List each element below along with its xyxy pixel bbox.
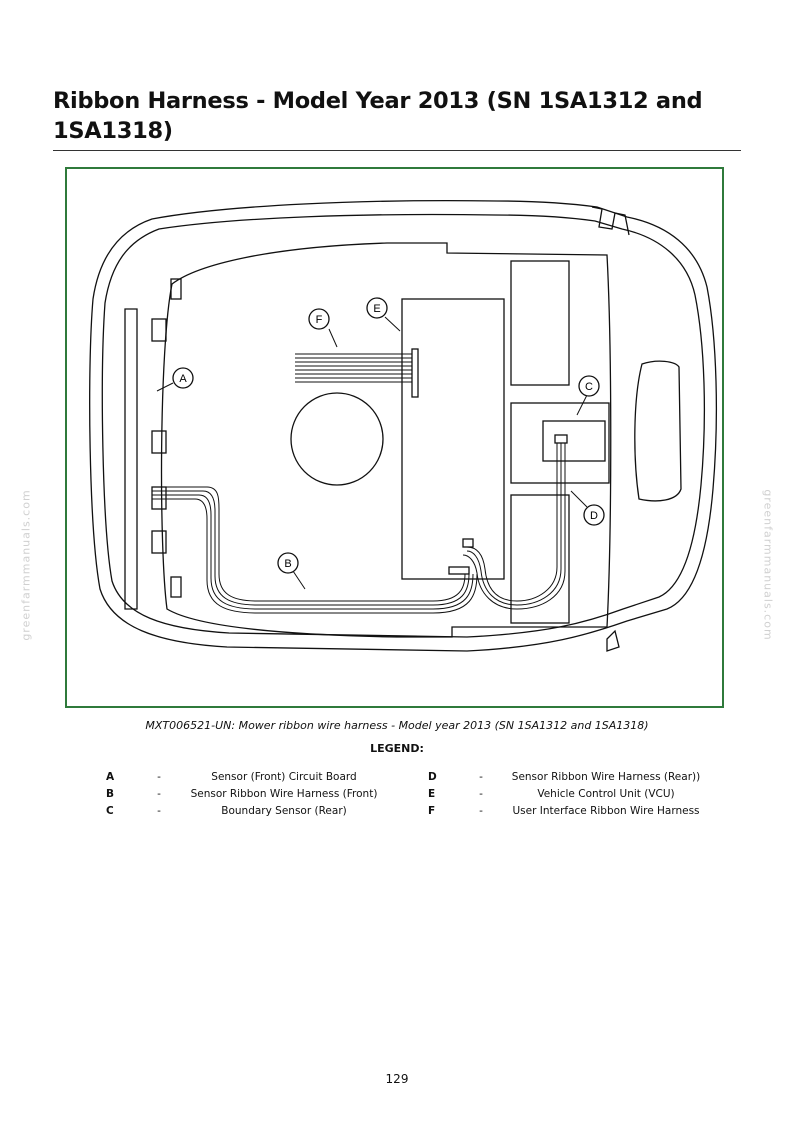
legend-letter: E <box>428 788 436 800</box>
legend-letter: A <box>106 771 115 783</box>
callout-c-label: C <box>585 381 593 393</box>
legend-letter: D <box>428 771 437 783</box>
callout-d-label: D <box>590 510 598 522</box>
title-divider <box>53 150 741 151</box>
boundary-sensor-connector <box>554 434 568 444</box>
legend-description: Sensor (Front) Circuit Board <box>211 771 357 783</box>
side-window <box>634 360 682 502</box>
legend-description: Sensor Ribbon Wire Harness (Front) <box>190 788 378 800</box>
vcu-connector-b <box>448 566 470 575</box>
mower-chassis-drawing: A F E C D B <box>89 199 718 652</box>
legend-letter: B <box>106 788 115 800</box>
legend-description: Boundary Sensor (Rear) <box>221 805 347 817</box>
center-dial <box>290 392 384 486</box>
leader-c <box>576 394 588 416</box>
outer-shell <box>89 199 718 652</box>
rear-compartment-top <box>510 260 570 386</box>
vcu-connector-f <box>411 348 419 398</box>
legend-dash: - <box>157 788 161 800</box>
page-number: 129 <box>385 1072 409 1086</box>
callout-d: D <box>583 504 605 526</box>
legend-letter: F <box>428 805 436 817</box>
callout-c: C <box>578 375 600 397</box>
leader-e <box>384 316 401 332</box>
page-title: Ribbon Harness - Model Year 2013 (SN 1SA… <box>53 88 703 144</box>
harness-diagram: A F E C D B <box>65 167 724 708</box>
sensor-pad-2 <box>151 430 167 454</box>
watermark-left: greenfarmmanuals.com <box>19 489 33 641</box>
sensor-pad-4 <box>151 530 167 554</box>
leader-a <box>156 382 174 392</box>
inner-shell <box>101 213 706 638</box>
sensor-strip-outline <box>124 308 138 610</box>
ribbon-harness-d <box>462 443 566 610</box>
callout-e-label: E <box>373 303 380 315</box>
legend-description: Sensor Ribbon Wire Harness (Rear)) <box>511 771 701 783</box>
boundary-sensor-board <box>542 420 606 462</box>
corner-clip-bottom <box>170 576 182 598</box>
sensor-pad-3 <box>151 486 167 510</box>
callout-b-label: B <box>284 558 291 570</box>
leader-d <box>570 490 588 508</box>
callout-a: A <box>172 367 194 389</box>
sensor-pad-1 <box>151 318 167 342</box>
callout-b: B <box>277 552 299 574</box>
legend-letter: C <box>106 805 114 817</box>
leader-f <box>328 328 338 348</box>
boundary-sensor-housing <box>510 402 610 484</box>
figure-caption: MXT006521-UN: Mower ribbon wire harness … <box>145 719 649 732</box>
leader-b <box>292 570 306 590</box>
ribbon-harness-b <box>152 486 478 614</box>
rear-compartment-bottom <box>510 494 570 624</box>
callout-a-label: A <box>179 373 187 385</box>
legend-description: Vehicle Control Unit (VCU) <box>537 788 675 800</box>
callout-e: E <box>366 297 388 319</box>
corner-clip-top <box>170 278 182 300</box>
rear-tab-top <box>591 206 630 236</box>
legend-dash: - <box>157 805 161 817</box>
legend-dash: - <box>479 788 483 800</box>
callout-f: F <box>308 308 330 330</box>
legend-dash: - <box>479 771 483 783</box>
legend-heading: LEGEND: <box>370 742 424 755</box>
callout-markers: A F E C D B <box>172 297 605 574</box>
legend-description: User Interface Ribbon Wire Harness <box>512 805 700 817</box>
ribbon-harness-f <box>295 353 412 383</box>
vcu-connector-d <box>462 538 474 548</box>
watermark-right: greenfarmmanuals.com <box>761 489 775 641</box>
legend-dash: - <box>479 805 483 817</box>
vcu-housing <box>401 298 505 580</box>
callout-f-label: F <box>316 314 323 326</box>
rear-tab-bottom <box>606 629 620 652</box>
legend-dash: - <box>157 771 161 783</box>
inner-tray <box>160 242 612 638</box>
